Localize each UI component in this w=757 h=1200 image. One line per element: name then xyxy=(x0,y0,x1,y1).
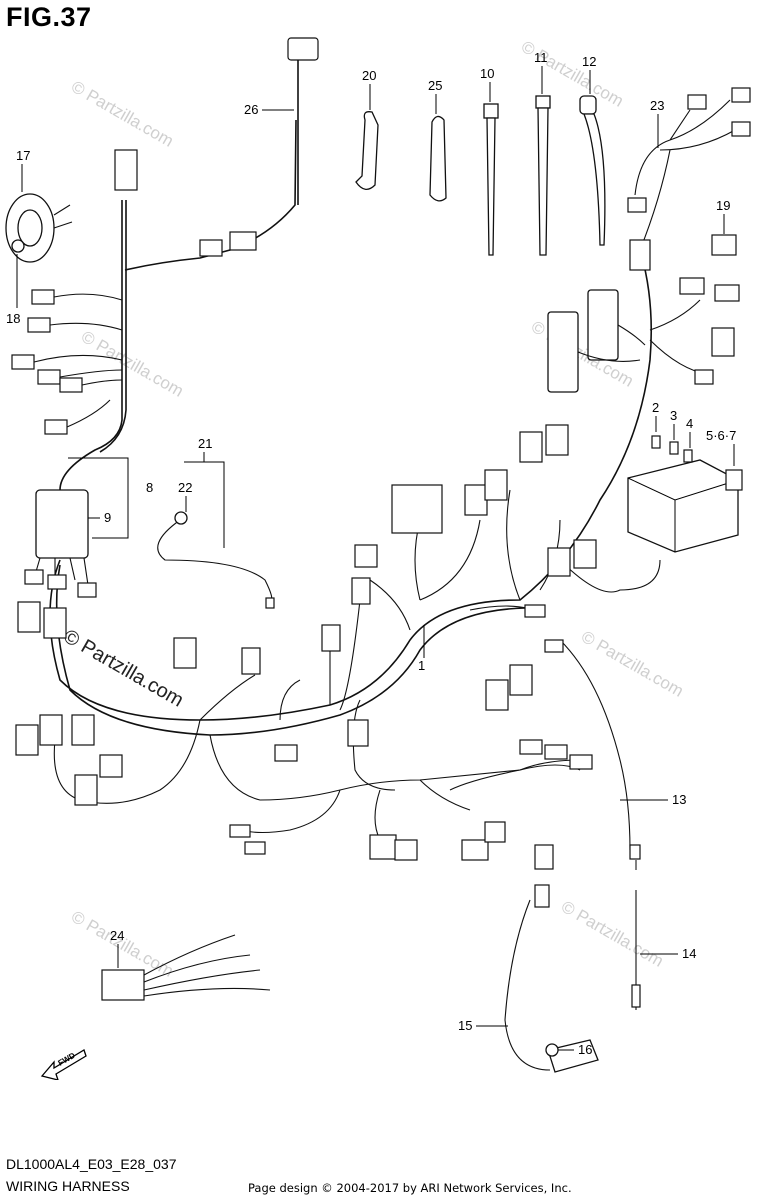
horn-bolt xyxy=(11,239,25,253)
svg-text:5·6·7: 5·6·7 xyxy=(706,428,736,443)
callout-18: 18 xyxy=(6,254,20,326)
svg-text:17: 17 xyxy=(16,148,30,163)
svg-text:15: 15 xyxy=(458,1018,472,1033)
relay-19 xyxy=(711,234,737,256)
callout-26: 26 xyxy=(244,102,294,117)
svg-text:19: 19 xyxy=(716,198,730,213)
callout-1: 1 xyxy=(418,625,425,673)
ground-lead-21 xyxy=(157,511,275,609)
ecu-connectors xyxy=(547,289,646,393)
callout-11: 11 xyxy=(534,50,548,94)
callout-16: 16 xyxy=(558,1042,592,1057)
svg-text:4: 4 xyxy=(686,416,693,431)
cable-ties xyxy=(483,95,606,256)
sensor-13-14 xyxy=(629,844,641,1010)
svg-text:© Partzilla.com: © Partzilla.com xyxy=(558,897,667,971)
svg-text:11: 11 xyxy=(534,50,548,65)
section-name: WIRING HARNESS xyxy=(6,1178,130,1194)
svg-text:23: 23 xyxy=(650,98,664,113)
control-module xyxy=(24,489,97,598)
svg-text:13: 13 xyxy=(672,792,686,807)
part-26-lead xyxy=(229,37,319,251)
callout-25: 25 xyxy=(428,78,442,114)
svg-text:© Partzilla.com: © Partzilla.com xyxy=(68,77,177,151)
clamp-20 xyxy=(355,111,379,190)
svg-text:© Partzilla.com: © Partzilla.com xyxy=(78,327,187,401)
svg-text:2: 2 xyxy=(652,400,659,415)
svg-text:24: 24 xyxy=(110,928,124,943)
svg-text:© Partzilla.com: © Partzilla.com xyxy=(518,37,627,111)
callout-2: 2 xyxy=(652,400,659,432)
fwd-arrow-icon: FWD xyxy=(40,1049,87,1080)
svg-text:12: 12 xyxy=(582,54,596,69)
svg-text:18: 18 xyxy=(6,311,20,326)
callout-17: 17 xyxy=(16,148,30,192)
callout-20: 20 xyxy=(362,68,376,110)
callout-23: 23 xyxy=(650,98,664,148)
svg-text:© Partzilla.com: © Partzilla.com xyxy=(60,625,188,711)
center-connectors xyxy=(173,424,597,908)
callouts: 1 2 3 4 5·6·7 8 9 10 11 12 13 14 15 16 1… xyxy=(6,50,736,1057)
callout-10: 10 xyxy=(480,66,494,102)
callout-8: 8 xyxy=(68,457,153,539)
svg-text:26: 26 xyxy=(244,102,258,117)
callout-14: 14 xyxy=(640,946,696,961)
figure-title: FIG.37 xyxy=(6,2,92,32)
callout-24: 24 xyxy=(110,928,124,968)
svg-text:16: 16 xyxy=(578,1042,592,1057)
callout-9: 9 xyxy=(88,510,111,525)
callout-21: 21 xyxy=(184,436,225,548)
svg-text:1: 1 xyxy=(418,658,425,673)
callout-22: 22 xyxy=(178,480,192,512)
callout-3: 3 xyxy=(670,408,677,440)
svg-text:21: 21 xyxy=(198,436,212,451)
callout-13: 13 xyxy=(620,792,686,807)
callout-5-6-7: 5·6·7 xyxy=(706,428,736,466)
svg-text:25: 25 xyxy=(428,78,442,93)
fuse-box xyxy=(627,435,743,553)
sub-harness-23 xyxy=(627,87,751,213)
svg-text:9: 9 xyxy=(104,510,111,525)
callout-19: 19 xyxy=(716,198,730,234)
sub-harness-24 xyxy=(101,934,271,1001)
sensor-15-16 xyxy=(545,1039,599,1073)
left-connectors xyxy=(11,149,223,806)
svg-text:20: 20 xyxy=(362,68,376,83)
svg-text:3: 3 xyxy=(670,408,677,423)
callout-12: 12 xyxy=(582,54,596,94)
model-code: DL1000AL4_E03_E28_037 xyxy=(6,1156,177,1172)
svg-text:14: 14 xyxy=(682,946,696,961)
callout-4: 4 xyxy=(686,416,693,448)
callout-15: 15 xyxy=(458,1018,508,1033)
clamp-25 xyxy=(429,115,447,202)
svg-text:22: 22 xyxy=(178,480,192,495)
svg-text:10: 10 xyxy=(480,66,494,81)
page-credit: Page design © 2004-2017 by ARI Network S… xyxy=(248,1181,572,1195)
svg-text:8: 8 xyxy=(146,480,153,495)
right-connectors xyxy=(629,239,740,385)
